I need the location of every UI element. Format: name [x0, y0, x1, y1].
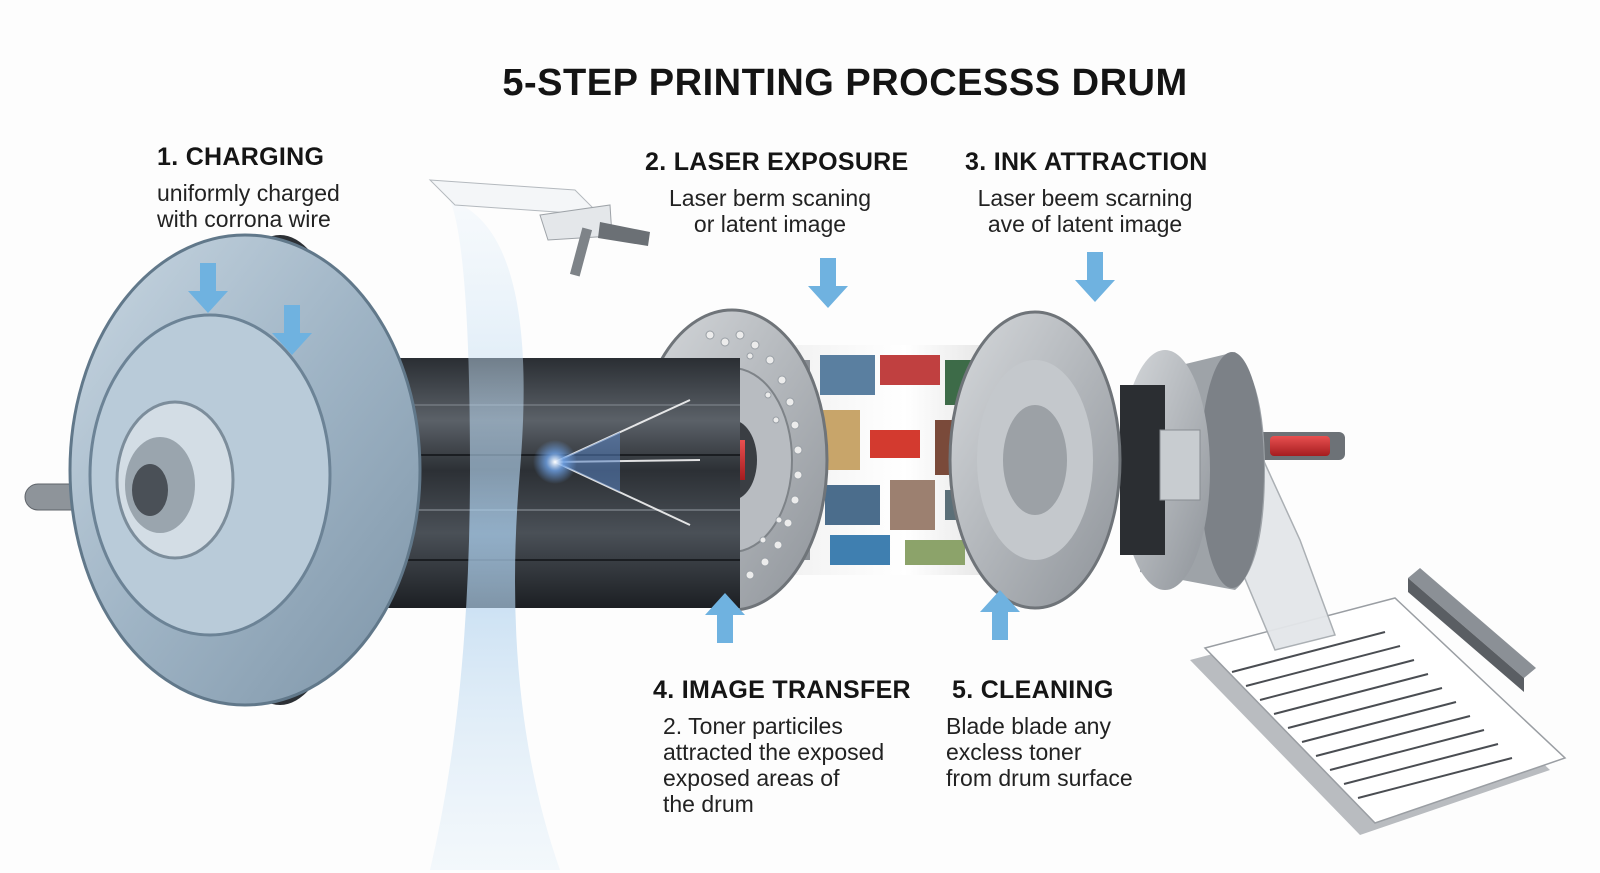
step-image-transfer: 4. IMAGE TRANSFER 2. Toner particiles at…	[653, 676, 911, 817]
corona-wire-icon	[428, 179, 650, 277]
step-description-line: attracted the exposed	[663, 739, 885, 765]
arrow-icon	[980, 590, 1020, 640]
arrow-icon	[188, 263, 228, 313]
step-description: Laser beem scarning ave of latent image	[965, 185, 1205, 237]
step-heading: 5. CLEANING	[952, 676, 1114, 704]
step-description-line: the drum	[663, 791, 754, 817]
step-description-line: ave of latent image	[987, 211, 1183, 237]
arrow-icon	[705, 593, 745, 643]
laser-emitter-icon	[533, 440, 577, 484]
step-heading: 1. CHARGING	[157, 143, 325, 171]
step-cleaning: 5. CLEANING Blade blade any excless tone…	[946, 676, 1133, 791]
step-ink-attraction: 3. INK ATTRACTION Laser beem scarning av…	[965, 148, 1208, 237]
step-description-line: uniformly charged	[157, 180, 340, 206]
arrow-icon	[272, 305, 312, 355]
step-heading: 4. IMAGE TRANSFER	[653, 676, 911, 704]
cleaning-flange	[948, 310, 1122, 610]
arrow-icon	[1075, 252, 1115, 302]
step-description-line: Blade blade any	[946, 713, 1111, 739]
step-description: uniformly charged with corrona wire	[157, 180, 340, 232]
step-description-line: excless toner	[946, 739, 1082, 765]
step-description-line: Laser berm scaning	[669, 185, 871, 211]
step-description: Laser berm scaning or latent image	[645, 185, 895, 237]
arrow-icon	[808, 258, 848, 308]
right-axle-assembly	[1120, 350, 1345, 590]
output-paper-text	[1231, 631, 1513, 799]
step-description-line: from drum surface	[946, 765, 1133, 791]
step-heading: 2. LASER EXPOSURE	[645, 148, 909, 176]
charging-flange	[24, 233, 422, 707]
diagram-title: 5-STEP PRINTING PROCESSS DRUM	[502, 62, 1188, 104]
step-laser-exposure: 2. LASER EXPOSURE Laser berm scaning or …	[645, 148, 909, 237]
step-description: Blade blade any excless toner from drum …	[946, 713, 1133, 791]
step-description-line: 2. Toner particiles	[663, 713, 843, 739]
step-description-line: or latent image	[693, 211, 847, 237]
laser-beam	[430, 200, 560, 870]
step-description: 2. Toner particiles attracted the expose…	[663, 713, 911, 817]
step-description-line: exposed areas of	[663, 765, 840, 791]
toner-particles	[695, 330, 803, 587]
step-description-line: with corrona wire	[157, 206, 331, 232]
cleaning-blade-icon	[1408, 568, 1536, 692]
step-charging: 1. CHARGING uniformly charged with corro…	[157, 143, 340, 232]
step-description-line: Laser beem scarning	[977, 185, 1193, 211]
step-heading: 3. INK ATTRACTION	[965, 148, 1208, 176]
laser-rays	[554, 399, 701, 526]
